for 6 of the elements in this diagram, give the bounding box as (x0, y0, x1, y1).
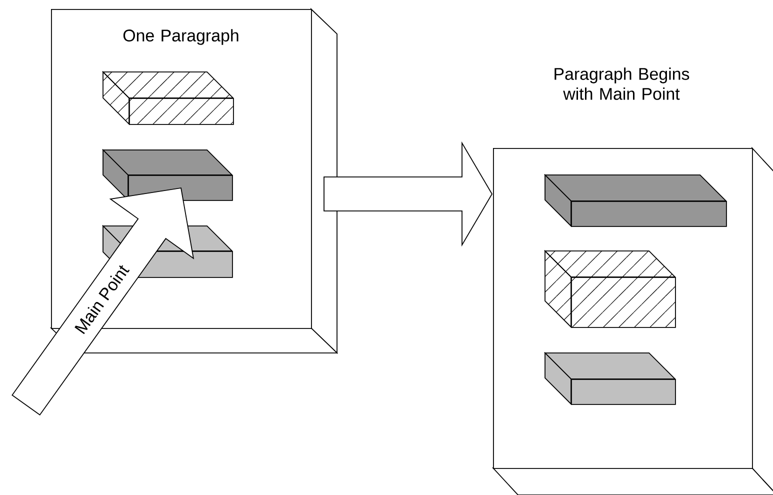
block-arrow (324, 141, 493, 247)
heading: Paragraph Begins with Main Point (554, 68, 690, 100)
block-drawing (571, 277, 676, 328)
block-arrow (12, 187, 194, 416)
block-drawing (129, 98, 234, 125)
heading: One Paragraph (123, 29, 238, 45)
